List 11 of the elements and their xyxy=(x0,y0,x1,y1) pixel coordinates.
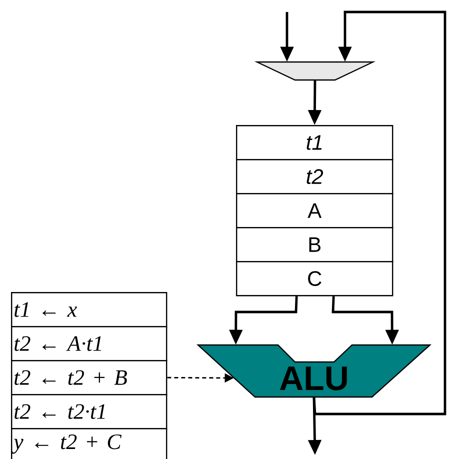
program-step-cell: t1 ← x xyxy=(11,292,168,328)
register-cell: A xyxy=(236,193,394,228)
arrow xyxy=(312,10,446,416)
register-cell: B xyxy=(236,227,394,262)
register-cell: C xyxy=(236,261,394,296)
register-cell: t1 xyxy=(236,125,394,160)
register-cell: t2 xyxy=(236,159,394,194)
program-step-cell: t2 ← A·t1 xyxy=(11,326,168,362)
program-step-cell: t2 ← t2·t1 xyxy=(11,394,168,430)
program-step-cell: t2 ← t2 + B xyxy=(11,360,168,396)
program-step-cell: y ← t2 + C xyxy=(11,428,168,459)
